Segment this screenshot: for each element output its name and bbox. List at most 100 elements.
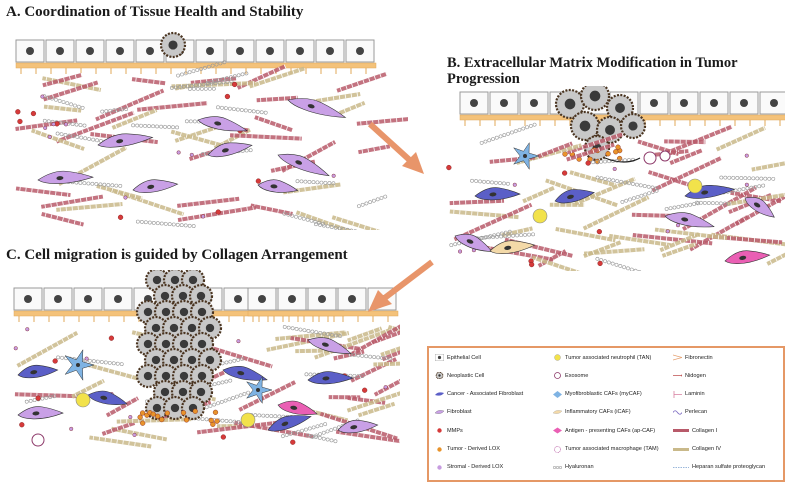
hyaluronan-chain — [216, 105, 268, 115]
legend-item-icaf: Inflammatory CAFs (iCAF) — [553, 409, 631, 416]
hyaluronan-chain — [282, 211, 326, 226]
neoplastic-cell — [554, 88, 586, 120]
collagen-iv-fiber — [209, 345, 273, 369]
collagen-iv-fiber — [43, 104, 82, 113]
hyaluronan-chain — [169, 79, 234, 90]
stromal-lox-dot — [51, 122, 56, 127]
neoplastic-cell — [569, 110, 601, 142]
hyaluronan-chain — [55, 131, 115, 145]
hyaluronan-chain — [280, 422, 328, 439]
tumor-lox-dot — [180, 410, 187, 416]
tumor-lox-icon — [437, 446, 442, 452]
collagen-iv-fiber — [101, 421, 136, 436]
collagen-i-fiber — [569, 170, 616, 188]
tumor-lox-dot — [615, 144, 621, 150]
fibronectin-icon — [673, 354, 682, 361]
hyaluronan-chain — [131, 123, 179, 130]
collagen-i-fiber — [256, 95, 298, 103]
tumor-lox-dot — [164, 410, 170, 416]
mmp-dot — [362, 387, 368, 393]
legend-label: Inflammatory CAFs (iCAF) — [565, 409, 631, 416]
neoplastic-cell — [619, 112, 647, 140]
hyaluronan-chain — [306, 433, 338, 444]
stromal-lox-icon — [437, 465, 442, 470]
stromal-lox-dot — [676, 223, 681, 228]
legend-label: Cancer - Associated Fibroblast — [447, 391, 524, 398]
collagen-iv-fiber — [715, 125, 766, 152]
collagen-iv-fiber — [574, 176, 636, 206]
legend-label: MMPs — [447, 427, 463, 434]
collagen-i-fiber — [654, 227, 728, 241]
legend-item-perlecan: Perlecan — [673, 409, 707, 416]
mmp-dot — [585, 160, 591, 166]
stromal-lox-dot — [665, 229, 670, 234]
icaf-icon — [553, 410, 562, 414]
collagen-i-fiber — [357, 401, 396, 418]
mmp-dot — [224, 93, 231, 100]
tumor-associated-neutrophil — [532, 208, 548, 224]
stromal-lox-dot — [47, 134, 52, 139]
stromal-lox-dot — [69, 426, 74, 431]
fibroblast — [97, 133, 154, 148]
fibroblast — [337, 419, 379, 434]
collagen-iv-fiber — [632, 232, 713, 246]
mmp-dot — [597, 260, 603, 267]
arrow-a-to-b — [367, 121, 424, 174]
mmp-icon — [437, 428, 442, 433]
legend-label: Perlecan — [685, 409, 708, 416]
collagen-iv-fiber — [131, 77, 166, 86]
exosome-icon — [554, 372, 561, 380]
collagen-i-fiber — [566, 142, 615, 162]
collagen-i-fiber — [380, 331, 400, 357]
mmp-dot — [562, 170, 568, 176]
cancer-associated-fibroblast — [474, 187, 521, 201]
legend-item-stromal-lox: Stromal - Derived LOX — [435, 464, 503, 471]
neoplastic-icon — [435, 372, 444, 380]
legend-label: Tumor associated neutrophil (TAN) — [565, 354, 652, 361]
mmp-dot — [215, 209, 221, 215]
legend-item-nidogen: Nidogen — [673, 372, 706, 379]
hyaluronan-chain — [620, 188, 659, 204]
neoplastic-cell — [159, 31, 187, 59]
tumor-lox-dot — [183, 417, 190, 423]
stromal-lox-dot — [458, 249, 463, 254]
myofibroblastic-caf — [64, 348, 95, 382]
collagen-i-fiber — [170, 129, 230, 150]
fibroblast — [132, 179, 179, 193]
fibroblast — [287, 98, 347, 118]
fibroblast — [664, 212, 715, 228]
mmp-dot — [35, 395, 41, 401]
cancer-associated-fibroblast — [17, 364, 59, 379]
mmp-dot — [19, 422, 25, 428]
stromal-lox-dot — [744, 182, 749, 187]
collagen-i-fiber — [637, 139, 680, 156]
stromal-lox-dot — [176, 150, 181, 155]
antigen-presenting-caf — [724, 250, 771, 264]
hyaluronan-chain — [314, 222, 362, 230]
tumor-associated-neutrophil — [240, 412, 256, 428]
mmp-dot — [446, 164, 452, 171]
collagen-iv-fiber — [522, 185, 555, 204]
collagen-i-fiber — [16, 331, 79, 368]
legend-label: Nidogen — [685, 372, 706, 379]
tumor-lox-dot — [155, 413, 161, 419]
stromal-lox-dot — [123, 195, 128, 200]
legend-label: Hyaluronan — [565, 464, 594, 471]
legend-label: Antigen - presenting CAFs (ap-CAF) — [565, 427, 656, 434]
mmp-dot — [290, 439, 296, 445]
collagen-i-fiber — [86, 362, 145, 383]
legend-label: Stromal - Derived LOX — [447, 464, 504, 471]
collagen-i-fiber — [661, 242, 697, 258]
legend-item-epithelial: Epithelial Cell — [435, 354, 481, 361]
legend-item-collagen1: Collagen I — [673, 427, 717, 434]
collagen-iv-fiber — [15, 186, 71, 198]
stromal-lox-dot — [63, 122, 68, 127]
myofibroblastic-caf — [245, 375, 273, 405]
panel-a-title: A. Coordination of Tissue Health and Sta… — [6, 4, 304, 20]
hyaluronan-chain — [187, 86, 216, 91]
panel-b-illustration — [446, 86, 785, 271]
collagen-iv-fiber — [531, 255, 595, 271]
exosome — [643, 151, 657, 165]
collagen-i-fiber — [30, 128, 85, 151]
